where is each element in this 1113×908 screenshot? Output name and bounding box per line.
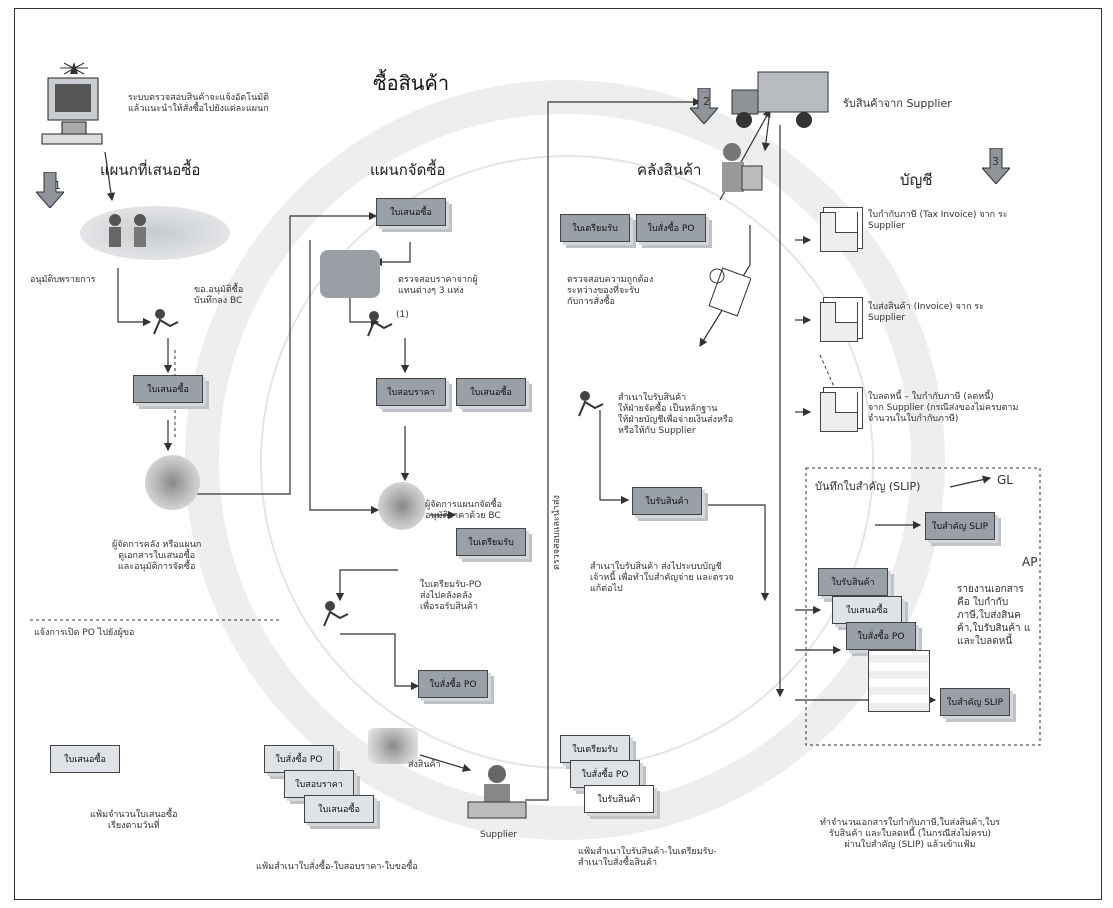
po-doc-2: ใบสั่งซื้อ PO: [636, 214, 706, 242]
check-match-label: ตรวจสอบความถูกต้อง ระหว่างของที่จะรับ กั…: [567, 275, 654, 307]
record-bc-label: ขอ.อนุมัติซื้อ บันทึกลง BC: [194, 285, 244, 306]
step-1-arrow-icon: [36, 172, 64, 208]
po-to-vendor-label: แจ้งการเปิด PO ไปยังผู้ขอ: [34, 628, 135, 638]
system-note: ระบบตรวจสอบสินค้าจะแจ้งอัตโนมัติ แล้วแนะ…: [128, 93, 270, 114]
from-supplier-label: รับสินค้าจาก Supplier: [843, 97, 952, 110]
prep-po-label: ใบเตรียมรับ-PO ส่งไปคลังคลัง เพื่อรอรับส…: [420, 580, 482, 612]
goods-receipt-doc: ใบรับสินค้า: [632, 487, 702, 515]
invoice-ledger-icon: [820, 302, 858, 342]
step-1-label: 1: [54, 179, 61, 192]
approve-label: อนุมัติบพรายการ: [30, 275, 96, 285]
purchasing-manager-image: [378, 482, 426, 530]
acct-pr-doc: ใบเสนอซื้อ: [832, 596, 902, 624]
slip-doc: ใบสำคัญ SLIP: [925, 512, 995, 540]
section-accounting: บัญชี: [900, 171, 933, 189]
people-icon: [109, 214, 146, 247]
warehouse-worker-icon: [722, 143, 763, 192]
pr-received-doc: ใบเสนอซื้อ: [376, 198, 446, 226]
step-2-arrow-icon: [690, 88, 718, 124]
step-mark: (1): [396, 310, 409, 320]
supplier-person-icon: [467, 765, 527, 819]
receipt-file-doc: ใบรับสินค้า: [584, 785, 654, 813]
file-receive-label: แฟ้มสำเนาใบรับสินค้า-ใบเตรียมรับ- สำเนาใ…: [578, 847, 717, 868]
acct-bottom-label: ทำจำนวนเอกสารใบกำกับภาษี,ใบส่งสินค้า,ใบร…: [820, 818, 1001, 850]
supplier-label: Supplier: [480, 830, 518, 840]
diagram-title: ซื้อสินค้า: [373, 71, 450, 95]
section-proposer: แผนกที่เสนอซื้อ: [100, 161, 201, 179]
step-2-label: 2: [703, 95, 710, 108]
computer-alert-icon: [41, 62, 103, 145]
deliver-goods-label: ส่งสินค้า: [408, 760, 441, 770]
tax-invoice-ledger-icon: [820, 212, 858, 252]
writing-person-3-icon: [323, 601, 349, 627]
slip-doc-2: ใบสำคัญ SLIP: [940, 688, 1010, 716]
slip-title-label: บันทึกใบสำคัญ (SLIP): [815, 480, 921, 493]
checking-papers-icon: [708, 267, 751, 317]
gl-label: GL: [997, 473, 1013, 487]
ap-docs-label: รายงานเอกสาร คือ ใบกำกับ ภาษี,ใบส่งสินค …: [957, 584, 1031, 647]
acct-po-doc: ใบสั่งซื้อ PO: [846, 622, 916, 650]
debit-note-label: ใบลดหนี้ – ใบกำกับภาษี (ลดหนี้) จาก Supp…: [868, 392, 1019, 424]
debit-note-ledger-icon: [820, 392, 858, 432]
file-po-label: แฟ้มสำเนาใบสั่งซื้อ-ใบสอบราคา-ใบขอซื้อ: [256, 862, 418, 872]
writing-person-2-icon: [367, 311, 393, 337]
diagram-frame: [14, 8, 1102, 900]
compare-price-label: ตรวจสอบราคาจากผู้ แทนต่างๆ 3 แห่ง: [398, 275, 478, 296]
compare-quotes-image: [320, 250, 380, 298]
section-warehouse: คลังสินค้า: [637, 161, 702, 179]
purchase-request-doc: ใบเสนอซื้อ: [133, 375, 203, 403]
purchase-order-doc: ใบสั่งซื้อ PO: [418, 670, 488, 698]
step-3-arrow-icon: [982, 148, 1010, 184]
receive-note-label: สำเนาใบรับสินค้า ให้ฝ่ายจัดซื้อ เป็นหลัก…: [618, 393, 734, 436]
quote-file-doc: ใบสอบราคา: [284, 770, 354, 798]
acct-receipt-doc: ใบรับสินค้า: [818, 568, 888, 596]
acct-ledger-stack-icon: [868, 650, 930, 712]
prep-receive-doc: ใบเตรียมรับ: [456, 528, 526, 556]
invoice-label: ใบส่งสินค้า (Invoice) จาก ระ Supplier: [868, 302, 984, 323]
po-file-doc: ใบสั่งซื้อ PO: [264, 745, 334, 773]
writing-person-4-icon: [578, 391, 604, 417]
pr-file-doc-2: ใบเสนอซื้อ: [304, 795, 374, 823]
dept-head-image: [145, 455, 200, 510]
writing-person-icon: [153, 309, 179, 335]
supplier-truck-icon: [731, 71, 829, 128]
section-purchasing: แผนกจัดซื้อ: [370, 161, 446, 179]
receipt-copy-label: สำเนาใบรับสินค้า ส่งไประบบบัญชี เจ้าหนี้…: [590, 562, 734, 594]
approval-meeting-image: [80, 206, 230, 260]
step-3-label: 3: [992, 155, 999, 168]
pr-file-doc: ใบเสนอซื้อ: [50, 745, 120, 773]
mgr-approve-label: ผู้จัดการแผนกจัดซื้อ อนุมัติราคาด้วย BC: [425, 500, 503, 521]
prep-file-doc: ใบเตรียมรับ: [560, 735, 630, 763]
dept-head-label: ผู้จัดการคลัง หรือแผนก ดูเอกสารใบเสนอซื้…: [112, 540, 202, 572]
file-pr-label: แฟ้มจำนวนใบเสนอซื้อ เรียงตามวันที่: [90, 810, 178, 831]
tax-invoice-label: ใบกำกับภาษี (Tax Invoice) จาก ระ Supplie…: [868, 210, 1008, 231]
delivery-goods-image: [368, 728, 418, 764]
watermark-seal-inner: [260, 155, 874, 769]
pr-doc-2: ใบเสนอซื้อ: [456, 378, 526, 406]
quotation-doc: ใบสอบราคา: [376, 378, 446, 406]
po-file-doc-2: ใบสั่งซื้อ PO: [570, 760, 640, 788]
vertical-note: ตรวจสอบและนำส่ง: [552, 495, 562, 570]
ap-label: AP: [1022, 555, 1038, 569]
prep-receive-doc-2: ใบเตรียมรับ: [560, 214, 630, 242]
